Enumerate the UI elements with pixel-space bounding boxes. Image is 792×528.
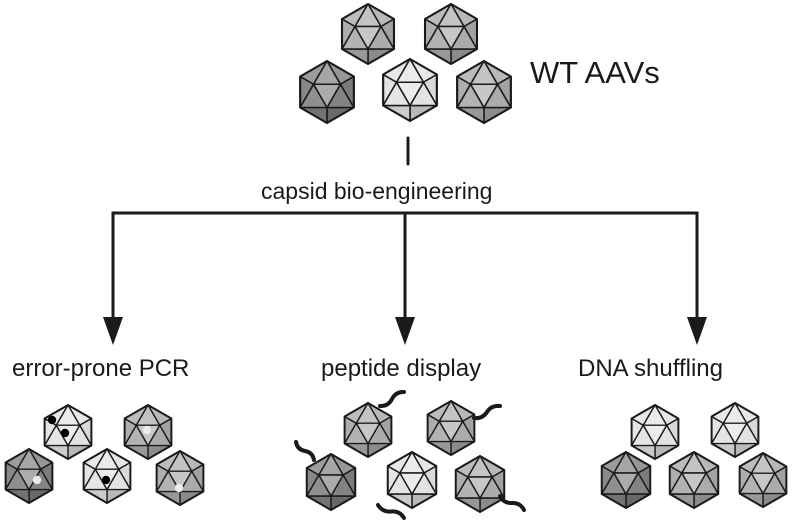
pd-capsid-2 <box>426 400 476 456</box>
ds-capsid-3 <box>600 451 652 509</box>
pd-capsid-4 <box>386 451 438 509</box>
epcr-capsid-2 <box>123 404 173 460</box>
epcr-capsid-4 <box>82 448 132 504</box>
wt-aavs-label: WT AAVs <box>530 55 660 90</box>
arrow-head-right <box>687 317 707 345</box>
peptide-5 <box>498 494 526 512</box>
dna-shuffling-label: DNA shuffling <box>578 355 723 382</box>
arrow-head-center <box>395 317 415 345</box>
peptide-3 <box>294 440 316 462</box>
wt-capsid-4 <box>382 57 438 123</box>
peptide-display-label: peptide display <box>321 355 482 382</box>
peptide-2 <box>472 403 502 421</box>
epcr-capsid-5 <box>155 450 205 506</box>
pd-capsid-5 <box>454 455 506 513</box>
mutation-dot-3 <box>142 425 152 435</box>
mutation-dot-2 <box>60 428 70 438</box>
pd-capsid-1 <box>343 402 393 458</box>
pd-capsid-3 <box>305 453 357 511</box>
ds-capsid-5 <box>738 452 788 508</box>
ds-capsid-1 <box>630 404 680 460</box>
peptide-1 <box>378 389 406 409</box>
mutation-dot-5 <box>101 475 111 485</box>
ds-capsid-2 <box>710 402 760 458</box>
mutation-dot-1 <box>47 415 57 425</box>
mutation-dot-6 <box>174 483 184 493</box>
ds-capsid-4 <box>668 451 720 509</box>
wt-capsid-5 <box>456 59 512 125</box>
wt-capsid-2 <box>423 2 479 66</box>
wt-capsid-1 <box>340 2 396 66</box>
mutation-dot-4 <box>32 475 42 485</box>
peptide-4 <box>376 503 406 520</box>
wt-capsid-3 <box>299 59 355 125</box>
arrow-head-left <box>103 317 123 345</box>
capsid-bio-engineering-label: capsid bio-engineering <box>261 178 493 204</box>
epcr-capsid-3 <box>4 448 54 504</box>
error-prone-pcr-label: error-prone PCR <box>12 355 190 382</box>
